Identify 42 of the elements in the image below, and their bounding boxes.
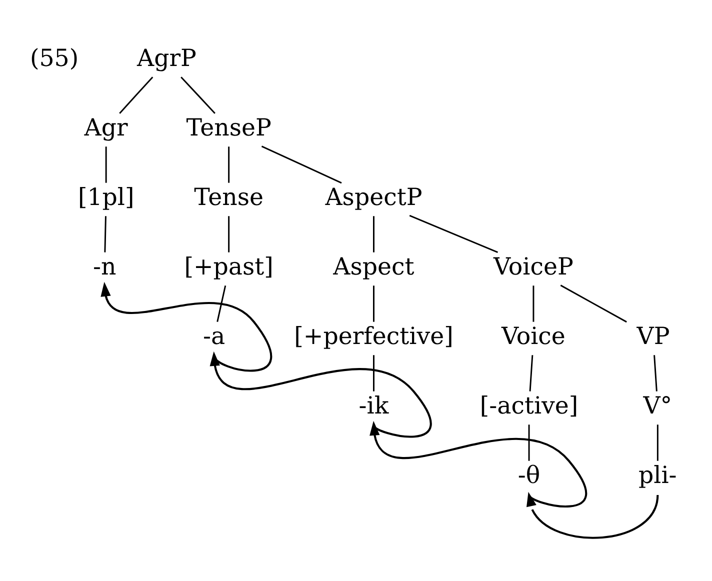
connector [373, 285, 374, 322]
connector [216, 284, 226, 322]
node-text: AgrP [136, 43, 196, 72]
node-text: Agr [84, 112, 128, 141]
arrow [526, 491, 659, 538]
arrow [100, 281, 272, 372]
connector [560, 284, 627, 322]
connector [228, 146, 230, 182]
node-text: TenseP [186, 112, 272, 141]
node-text: [1pl] [78, 182, 134, 210]
connector [409, 214, 498, 253]
connector [656, 424, 658, 460]
node-text: -ik [358, 390, 389, 419]
connector [261, 145, 342, 184]
node-text: [+past] [184, 252, 274, 280]
node-text: VP [636, 321, 670, 350]
arrow [370, 420, 587, 507]
node-text: AspectP [325, 182, 422, 210]
node-text: -a [202, 321, 226, 350]
arrow [210, 350, 432, 438]
connector [105, 146, 107, 182]
label: (55) [30, 43, 79, 72]
connector [373, 216, 374, 252]
node-text: -θ [518, 460, 540, 488]
node-text: Aspect [333, 252, 414, 280]
connector [104, 216, 106, 252]
node-text: [+perfective] [294, 321, 454, 350]
node-text: [-active] [480, 390, 578, 419]
node-text: -n [92, 252, 116, 280]
connector [373, 354, 374, 391]
node-text: VoiceP [494, 252, 574, 280]
connector [528, 424, 530, 460]
node-text: V° [643, 390, 672, 419]
connector [529, 354, 534, 391]
node-text: Voice [501, 321, 566, 350]
node-text: Tense [194, 182, 264, 210]
connector [180, 76, 216, 114]
connector [532, 285, 534, 322]
connector [654, 354, 658, 391]
node-text: pli- [638, 460, 677, 488]
connector [119, 76, 154, 114]
connector [228, 216, 230, 252]
